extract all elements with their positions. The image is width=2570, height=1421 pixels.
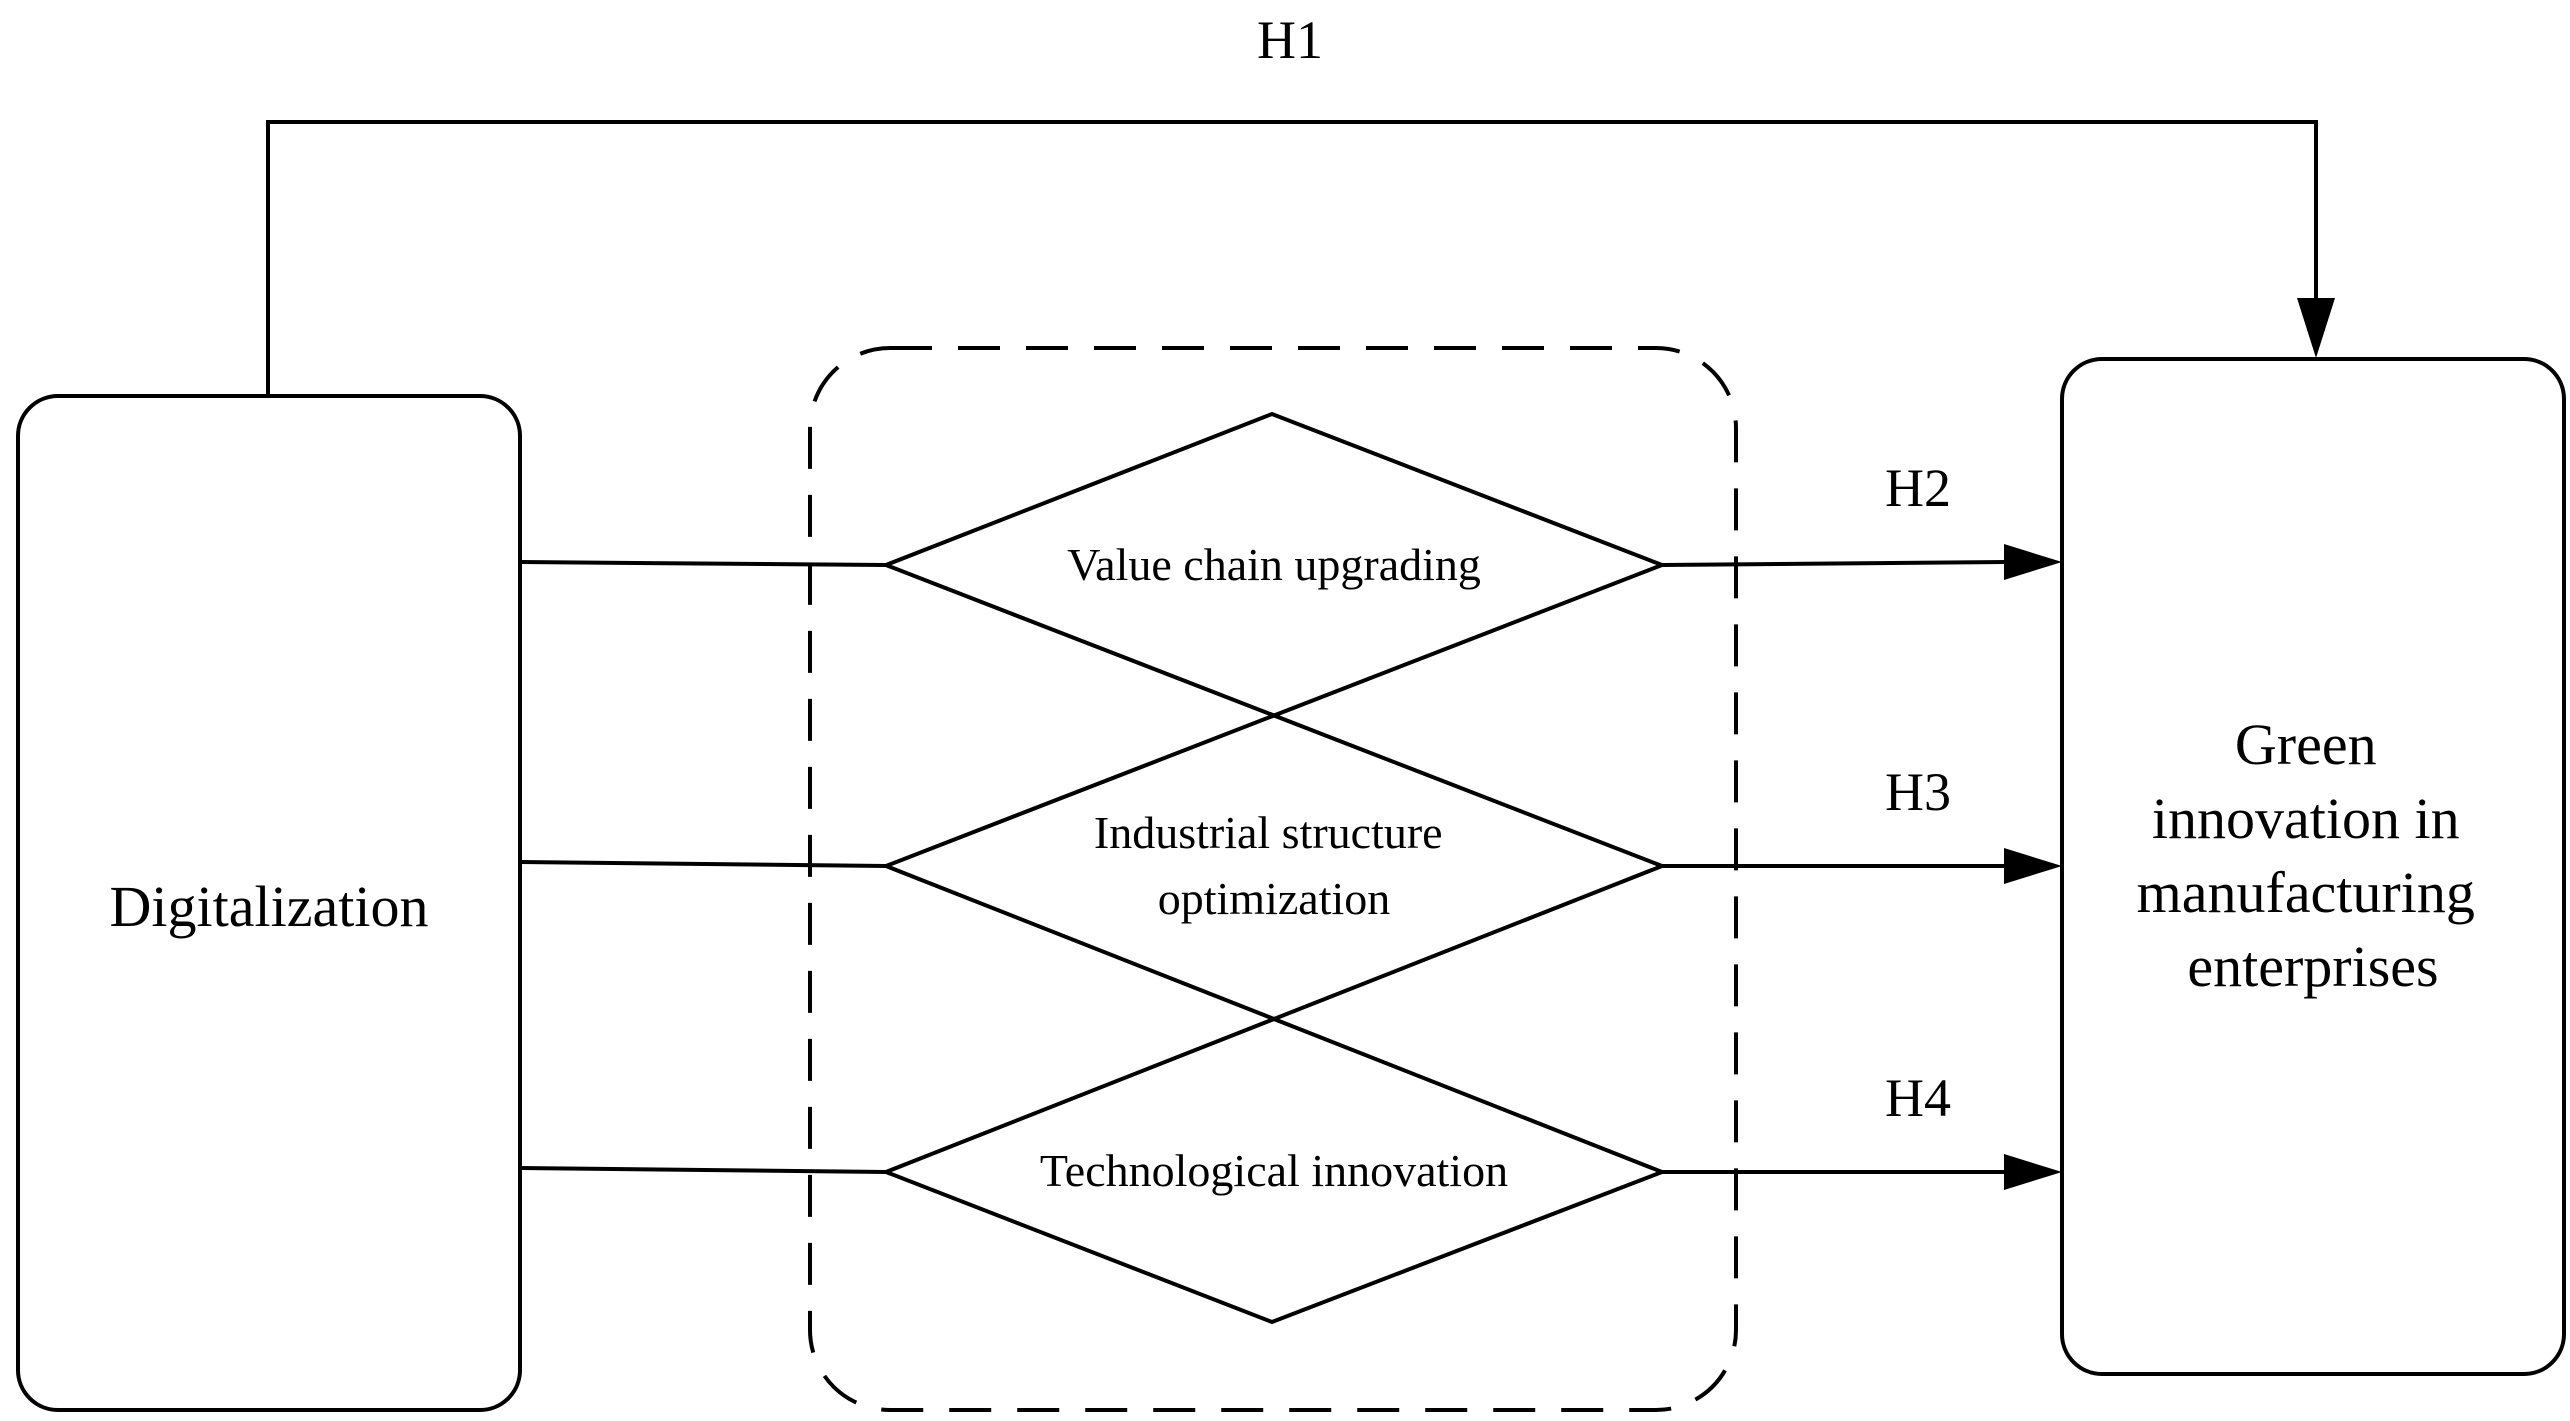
h1-arrow-path [266,120,2318,396]
green-innovation-box [2060,357,2566,1376]
diagonal-2 [885,563,1663,868]
diagonal-4 [885,864,1663,1174]
h1-label: H1 [1257,10,1323,70]
h1-arrowhead [2297,298,2335,358]
h4-label: H4 [1885,1068,1951,1128]
diamond-value-chain-upper [885,411,1663,567]
industrial-structure-label: Industrial structure optimization [1094,807,1454,924]
industrial-line-2: optimization [1158,873,1391,924]
input-line-industrial-structure [519,860,887,868]
green-innovation-label: Green innovation in manufacturing enterp… [2137,712,2490,999]
input-line-value-chain [519,560,887,567]
technological-label: Technological innovation [1040,1145,1508,1196]
target-line-1: Green [2235,712,2377,777]
h2-arrowhead [2004,544,2062,580]
target-line-3: manufacturing [2137,860,2475,925]
diamond-technological-lower [885,1170,1663,1325]
h2-label: H2 [1885,458,1951,518]
digitalization-label: Digitalization [110,874,429,939]
h3-label: H3 [1885,762,1951,822]
input-line-technological [519,1166,887,1174]
h3-arrowhead [2004,848,2062,884]
value-chain-label: Value chain upgrading [1067,539,1481,590]
industrial-line-1: Industrial structure [1094,807,1443,858]
target-line-4: enterprises [2187,934,2438,999]
h2-arrow-line [1661,560,2007,567]
h4-arrowhead [2004,1154,2062,1190]
digitalization-box [16,394,522,1412]
target-line-2: innovation in [2152,786,2460,851]
